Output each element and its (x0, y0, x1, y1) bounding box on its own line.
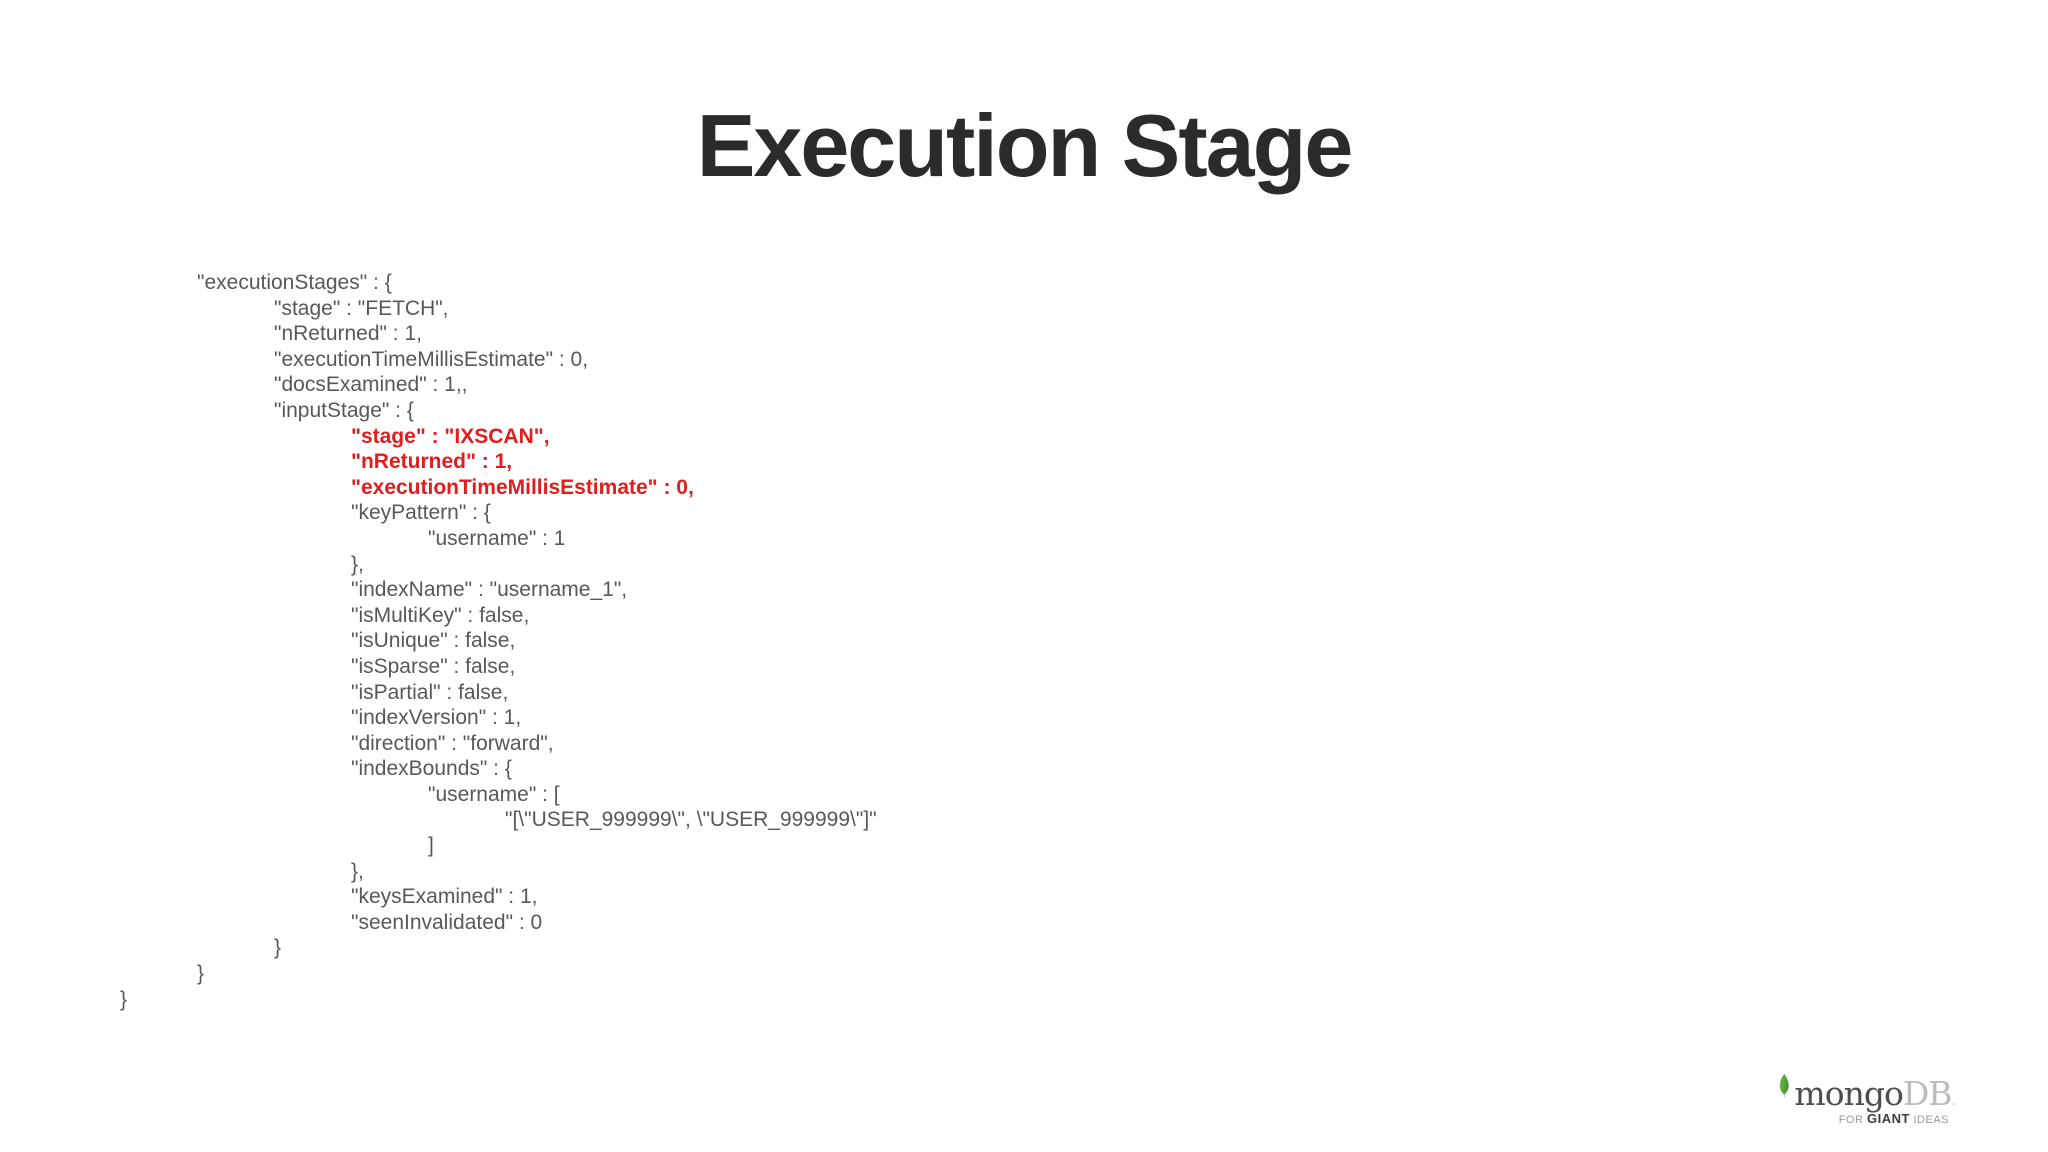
code-line: "executionTimeMillisEstimate" : 0, (274, 347, 589, 371)
code-line: "username" : 1 (428, 526, 566, 550)
code-line: "isPartial" : false, (351, 680, 509, 704)
code-line: "isMultiKey" : false, (351, 603, 530, 627)
code-line-highlighted: "executionTimeMillisEstimate" : 0, (351, 475, 694, 499)
code-line: "inputStage" : { (274, 398, 414, 422)
code-line: }, (351, 552, 364, 576)
code-line: "[\"USER_999999\", \"USER_999999\"]" (505, 808, 877, 832)
tagline-ideas: IDEAS (1909, 1114, 1949, 1126)
wordmark-mongo: mongo (1794, 1074, 1903, 1113)
code-line: "direction" : "forward", (351, 731, 554, 755)
wordmark-trademark: . (1951, 1093, 1957, 1109)
code-line: } (120, 987, 128, 1011)
code-block: "executionStages" : {"stage" : "FETCH","… (0, 270, 1400, 1012)
code-line-highlighted: "nReturned" : 1, (351, 450, 513, 474)
wordmark-db: DB (1902, 1074, 1953, 1113)
mongodb-logo-row: mongoDB. (1779, 1062, 1957, 1113)
code-line: } (274, 936, 282, 960)
code-line: "executionStages" : { (197, 271, 392, 294)
code-line-highlighted: "stage" : "IXSCAN", (351, 424, 550, 448)
code-line: ] (428, 834, 434, 858)
code-line: "docsExamined" : 1,, (274, 373, 468, 397)
mongodb-tagline: FOR GIANT IDEAS (1779, 1112, 1955, 1126)
mongodb-leaf-icon (1779, 1073, 1789, 1098)
tagline-giant: GIANT (1866, 1111, 1910, 1126)
code-line: "stage" : "FETCH", (274, 296, 449, 320)
code-line: } (197, 962, 205, 986)
code-line: "keysExamined" : 1, (351, 885, 538, 909)
code-line: "keyPattern" : { (351, 501, 491, 525)
code-line: "indexBounds" : { (351, 757, 512, 781)
code-line: "isSparse" : false, (351, 654, 516, 678)
code-line: "indexVersion" : 1, (351, 706, 522, 730)
code-line: }, (351, 859, 364, 883)
code-line: "indexName" : "username_1", (351, 578, 628, 602)
mongodb-wordmark: mongoDB. (1794, 1074, 1957, 1113)
code-line: "seenInvalidated" : 0 (351, 910, 543, 934)
tagline-for: FOR (1838, 1114, 1867, 1126)
code-line: "username" : [ (428, 782, 560, 806)
code-line: "nReturned" : 1, (274, 322, 422, 346)
mongodb-logo: mongoDB. FOR GIANT IDEAS (1779, 1062, 1957, 1126)
slide-title: Execution Stage (696, 96, 1354, 195)
code-line: "isUnique" : false, (351, 629, 516, 653)
